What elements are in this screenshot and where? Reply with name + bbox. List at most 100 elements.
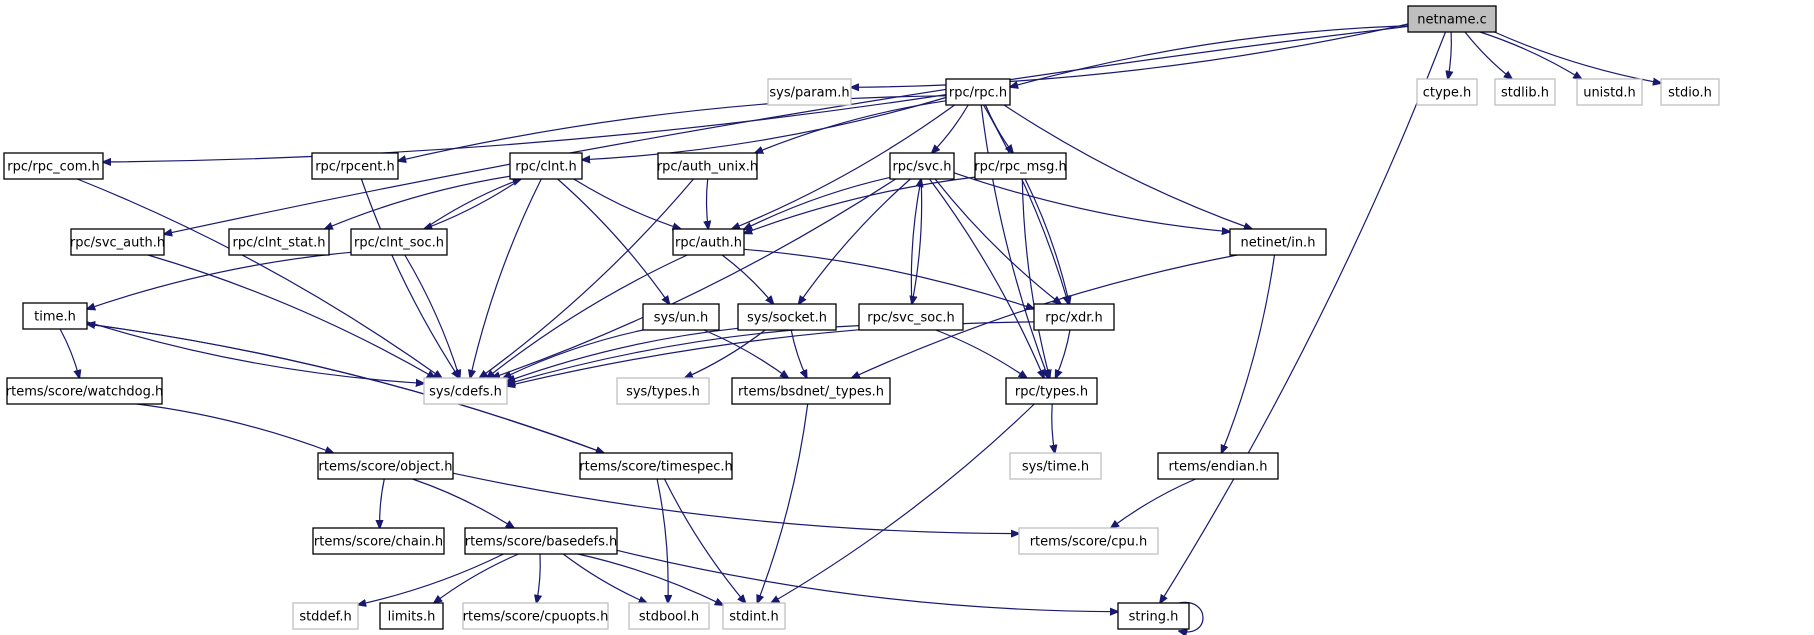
node-rpc-auth-unix-h[interactable]: rpc/auth_unix.h — [657, 152, 758, 180]
node-box[interactable] — [945, 78, 1011, 106]
node-box[interactable] — [889, 152, 955, 180]
node-box[interactable] — [731, 377, 891, 405]
edge-time-h-to-rtems-score-watchdog-h — [59, 328, 79, 378]
node-string-h[interactable]: string.h — [1117, 602, 1190, 630]
node-rpc-clnt-h[interactable]: rpc/clnt.h — [509, 152, 583, 180]
node-box[interactable] — [228, 228, 330, 256]
edges-layer — [59, 23, 1661, 632]
node-rtems-score-object-h[interactable]: rtems/score/object.h — [317, 452, 454, 480]
node-netname-c[interactable]: netname.c — [1407, 5, 1497, 33]
node-box — [628, 602, 710, 630]
node-box[interactable] — [6, 377, 163, 405]
edge-rtems-score-basedefs-h-to-rtems-score-cpuopts-h — [537, 553, 541, 603]
node-box[interactable] — [379, 602, 444, 630]
edge-sys-socket-h-to-sys-cdefs-h — [507, 327, 739, 381]
edge-netname-c-to-rpc-svc-auth-h — [164, 25, 1409, 234]
node-box[interactable] — [1229, 228, 1327, 256]
node-rtems-score-basedefs-h[interactable]: rtems/score/basedefs.h — [464, 527, 618, 555]
node-limits-h[interactable]: limits.h — [379, 602, 444, 630]
node-label: rpc/clnt_soc.h — [354, 236, 444, 251]
node-box[interactable] — [3, 152, 104, 180]
node-box[interactable] — [311, 152, 399, 180]
edge-rpc-clnt-h-to-sys-un-h — [557, 178, 670, 304]
node-sys-types-h: sys/types.h — [616, 377, 710, 405]
node-rtems-endian-h[interactable]: rtems/endian.h — [1157, 452, 1279, 480]
node-box[interactable] — [70, 228, 165, 256]
node-box[interactable] — [1407, 5, 1497, 33]
node-sys-un-h[interactable]: sys/un.h — [642, 303, 720, 331]
node-label: string.h — [1129, 610, 1179, 625]
node-rpc-rpc-msg-h[interactable]: rpc/rpc_msg.h — [974, 152, 1067, 180]
node-box — [1018, 527, 1159, 555]
edge-rpc-rpc-h-to-rpc-clnt-h — [582, 96, 947, 160]
node-netinet-in-h[interactable]: netinet/in.h — [1229, 228, 1327, 256]
node-box[interactable] — [1117, 602, 1190, 630]
node-unistd-h: unistd.h — [1576, 78, 1643, 106]
edge-rpc-auth-unix-h-to-rpc-auth-h — [706, 178, 708, 229]
node-box[interactable] — [509, 152, 583, 180]
node-box[interactable] — [350, 228, 448, 256]
node-rtems-score-timespec-h[interactable]: rtems/score/timespec.h — [579, 452, 733, 480]
node-label: time.h — [34, 310, 76, 325]
node-label: sys/socket.h — [747, 311, 827, 326]
node-rpc-svc-auth-h[interactable]: rpc/svc_auth.h — [70, 228, 165, 256]
node-box[interactable] — [737, 303, 837, 331]
node-rpc-auth-h[interactable]: rpc/auth.h — [672, 228, 745, 256]
edge-rpc-rpc-h-to-rpc-rpcent-h — [398, 95, 947, 161]
node-box[interactable] — [312, 527, 445, 555]
node-label: sys/time.h — [1022, 460, 1089, 475]
node-box[interactable] — [974, 152, 1067, 180]
node-sys-time-h: sys/time.h — [1009, 452, 1102, 480]
node-box[interactable] — [1005, 377, 1098, 405]
node-box[interactable] — [1157, 452, 1279, 480]
node-box[interactable] — [579, 452, 733, 480]
edge-rtems-score-basedefs-h-to-stddef-h — [358, 553, 504, 605]
node-box[interactable] — [858, 303, 964, 331]
node-rpc-rpc-h[interactable]: rpc/rpc.h — [945, 78, 1011, 106]
node-rpc-clnt-stat-h[interactable]: rpc/clnt_stat.h — [228, 228, 330, 256]
node-sys-socket-h[interactable]: sys/socket.h — [737, 303, 837, 331]
node-rpc-svc-h[interactable]: rpc/svc.h — [889, 152, 955, 180]
node-label: netname.c — [1417, 13, 1486, 28]
node-box[interactable] — [1033, 303, 1115, 331]
edge-rtems-score-object-h-to-rtems-score-basedefs-h — [412, 478, 515, 528]
node-rtems-score-watchdog-h[interactable]: rtems/score/watchdog.h — [6, 377, 163, 405]
edge-rpc-clnt-h-to-sys-cdefs-h — [470, 178, 542, 378]
node-box[interactable] — [642, 303, 720, 331]
node-rpc-types-h[interactable]: rpc/types.h — [1005, 377, 1098, 405]
node-box — [423, 377, 508, 405]
edge-rpc-rpc-msg-h-to-rpc-xdr-h — [1024, 178, 1069, 304]
node-rpc-xdr-h[interactable]: rpc/xdr.h — [1033, 303, 1115, 331]
node-label: sys/un.h — [654, 311, 708, 326]
edge-rpc-auth-h-to-rpc-xdr-h — [743, 248, 1034, 308]
node-rpc-svc-soc-h[interactable]: rpc/svc_soc.h — [858, 303, 964, 331]
node-box[interactable] — [317, 452, 454, 480]
edge-rtems-score-basedefs-h-to-limits-h — [434, 553, 519, 603]
edge-rtems-endian-h-to-rtems-score-cpu-h — [1111, 478, 1196, 528]
node-rtems-score-cpu-h: rtems/score/cpu.h — [1018, 527, 1159, 555]
edge-rpc-svc-h-to-sys-socket-h — [799, 178, 911, 304]
node-rtems-score-chain-h[interactable]: rtems/score/chain.h — [312, 527, 445, 555]
edge-rpc-svc-soc-h-to-rpc-types-h — [935, 329, 1027, 378]
edge-rpc-clnt-h-to-rpc-auth-h — [573, 178, 681, 229]
node-box — [462, 602, 609, 630]
node-time-h[interactable]: time.h — [22, 302, 88, 330]
node-stddef-h: stddef.h — [292, 602, 359, 630]
node-label: rpc/xdr.h — [1045, 311, 1103, 326]
node-rpc-rpcent-h[interactable]: rpc/rpcent.h — [311, 152, 399, 180]
node-rpc-clnt-soc-h[interactable]: rpc/clnt_soc.h — [350, 228, 448, 256]
node-ctype-h: ctype.h — [1416, 78, 1478, 106]
node-rpc-rpc-com-h[interactable]: rpc/rpc_com.h — [3, 152, 104, 180]
node-box[interactable] — [464, 527, 618, 555]
node-box[interactable] — [657, 152, 758, 180]
edge-sys-socket-h-to-sys-types-h — [685, 329, 766, 378]
node-box[interactable] — [672, 228, 745, 256]
node-rtems-bsdnet-types-h[interactable]: rtems/bsdnet/_types.h — [731, 377, 891, 405]
node-label: rpc/clnt_stat.h — [232, 236, 325, 251]
edge-rpc-clnt-soc-h-to-time-h — [87, 251, 352, 309]
node-label: rpc/rpc_msg.h — [974, 160, 1066, 175]
node-label: sys/types.h — [626, 385, 700, 400]
edge-rpc-rpc-msg-h-to-rpc-types-h — [1021, 178, 1049, 378]
node-box[interactable] — [22, 302, 88, 330]
